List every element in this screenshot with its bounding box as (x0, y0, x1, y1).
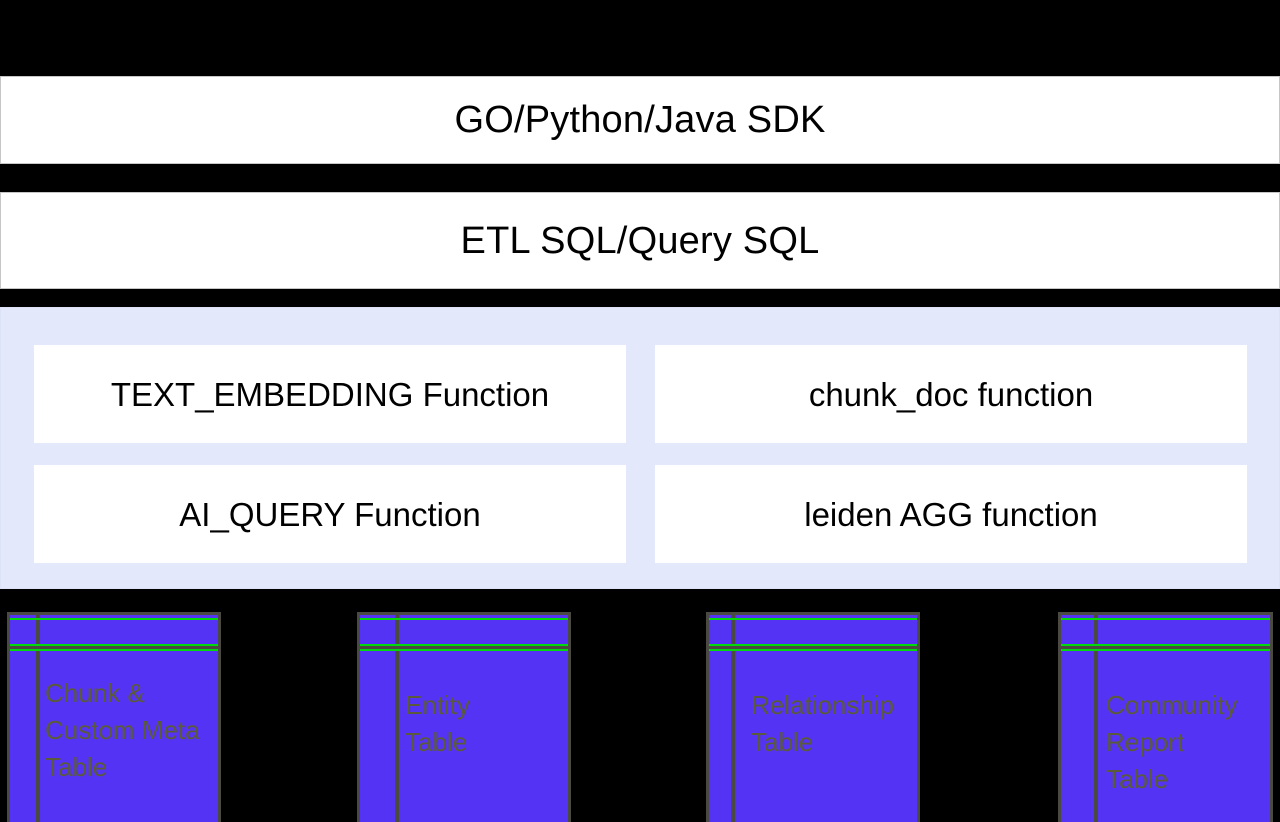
storage-table-community-report: Community Report Table (1058, 612, 1273, 822)
table-rule-icon (709, 649, 917, 651)
table-rule-icon (709, 618, 917, 620)
table-rule-icon (10, 644, 218, 646)
function-label-ai-query: AI_QUERY Function (179, 495, 481, 533)
function-layer-panel: TEXT_EMBEDDING Function chunk_doc functi… (0, 307, 1280, 589)
function-label-chunk-doc: chunk_doc function (808, 375, 1094, 413)
storage-table-entity: Entity Table (357, 612, 571, 822)
table-rule-icon (1061, 618, 1270, 620)
table-rule-icon (1061, 644, 1270, 646)
sdk-layer-box: GO/Python/Java SDK (0, 76, 1280, 164)
etl-sql-layer-label: ETL SQL/Query SQL (460, 219, 820, 262)
table-rule-icon (1061, 649, 1270, 651)
storage-table-label-chunk: Chunk & Custom Meta Table (45, 678, 200, 782)
etl-sql-layer-box: ETL SQL/Query SQL (0, 192, 1280, 289)
function-box-chunk-doc: chunk_doc function (655, 345, 1247, 443)
table-band-icon (10, 646, 218, 649)
table-band-icon (709, 646, 917, 649)
table-spine-icon (731, 615, 735, 822)
table-band-icon (360, 646, 568, 649)
table-rule-icon (10, 618, 218, 620)
function-box-leiden-agg: leiden AGG function (655, 465, 1247, 563)
table-rule-icon (360, 618, 568, 620)
storage-table-label-relationship: Relationship Table (751, 690, 895, 757)
table-spine-icon (36, 615, 40, 822)
storage-table-label-entity: Entity Table (405, 690, 471, 757)
table-rule-icon (709, 644, 917, 646)
storage-table-chunk: Chunk & Custom Meta Table (7, 612, 221, 822)
table-rule-icon (360, 644, 568, 646)
table-band-icon (1061, 646, 1270, 649)
storage-table-label-community-report: Community Report Table (1106, 690, 1238, 794)
function-label-text-embedding: TEXT_EMBEDDING Function (110, 375, 550, 413)
table-spine-icon (395, 615, 399, 822)
table-rule-icon (10, 649, 218, 651)
sdk-layer-label: GO/Python/Java SDK (454, 99, 826, 141)
table-spine-icon (1094, 615, 1098, 822)
function-box-ai-query: AI_QUERY Function (34, 465, 626, 563)
function-label-leiden-agg: leiden AGG function (804, 495, 1098, 533)
function-box-text-embedding: TEXT_EMBEDDING Function (34, 345, 626, 443)
storage-table-relationship: Relationship Table (706, 612, 920, 822)
table-rule-icon (360, 649, 568, 651)
